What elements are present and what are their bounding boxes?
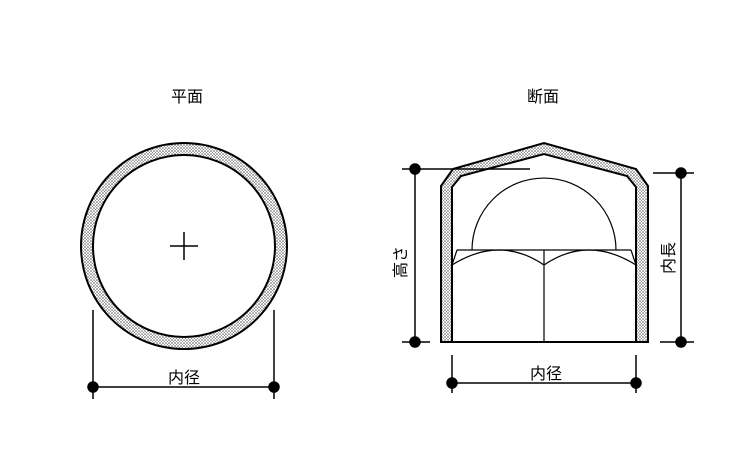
inner-length-dimension [653,167,694,348]
center-cross-icon [170,232,198,260]
section-inner-diameter-dimension [446,355,642,393]
nut-outline [451,177,637,342]
inner-length-label: 内長 [659,242,678,274]
plan-ring [79,142,289,350]
height-dimension [402,163,530,348]
section-inner-diameter-label: 内径 [530,364,562,383]
plan-dimension-label: 内径 [168,368,200,387]
section-title: 断面 [527,87,559,106]
plan-title: 平面 [171,87,203,106]
plan-inner-diameter-dimension [87,310,280,399]
height-label: 高さ [391,246,410,278]
